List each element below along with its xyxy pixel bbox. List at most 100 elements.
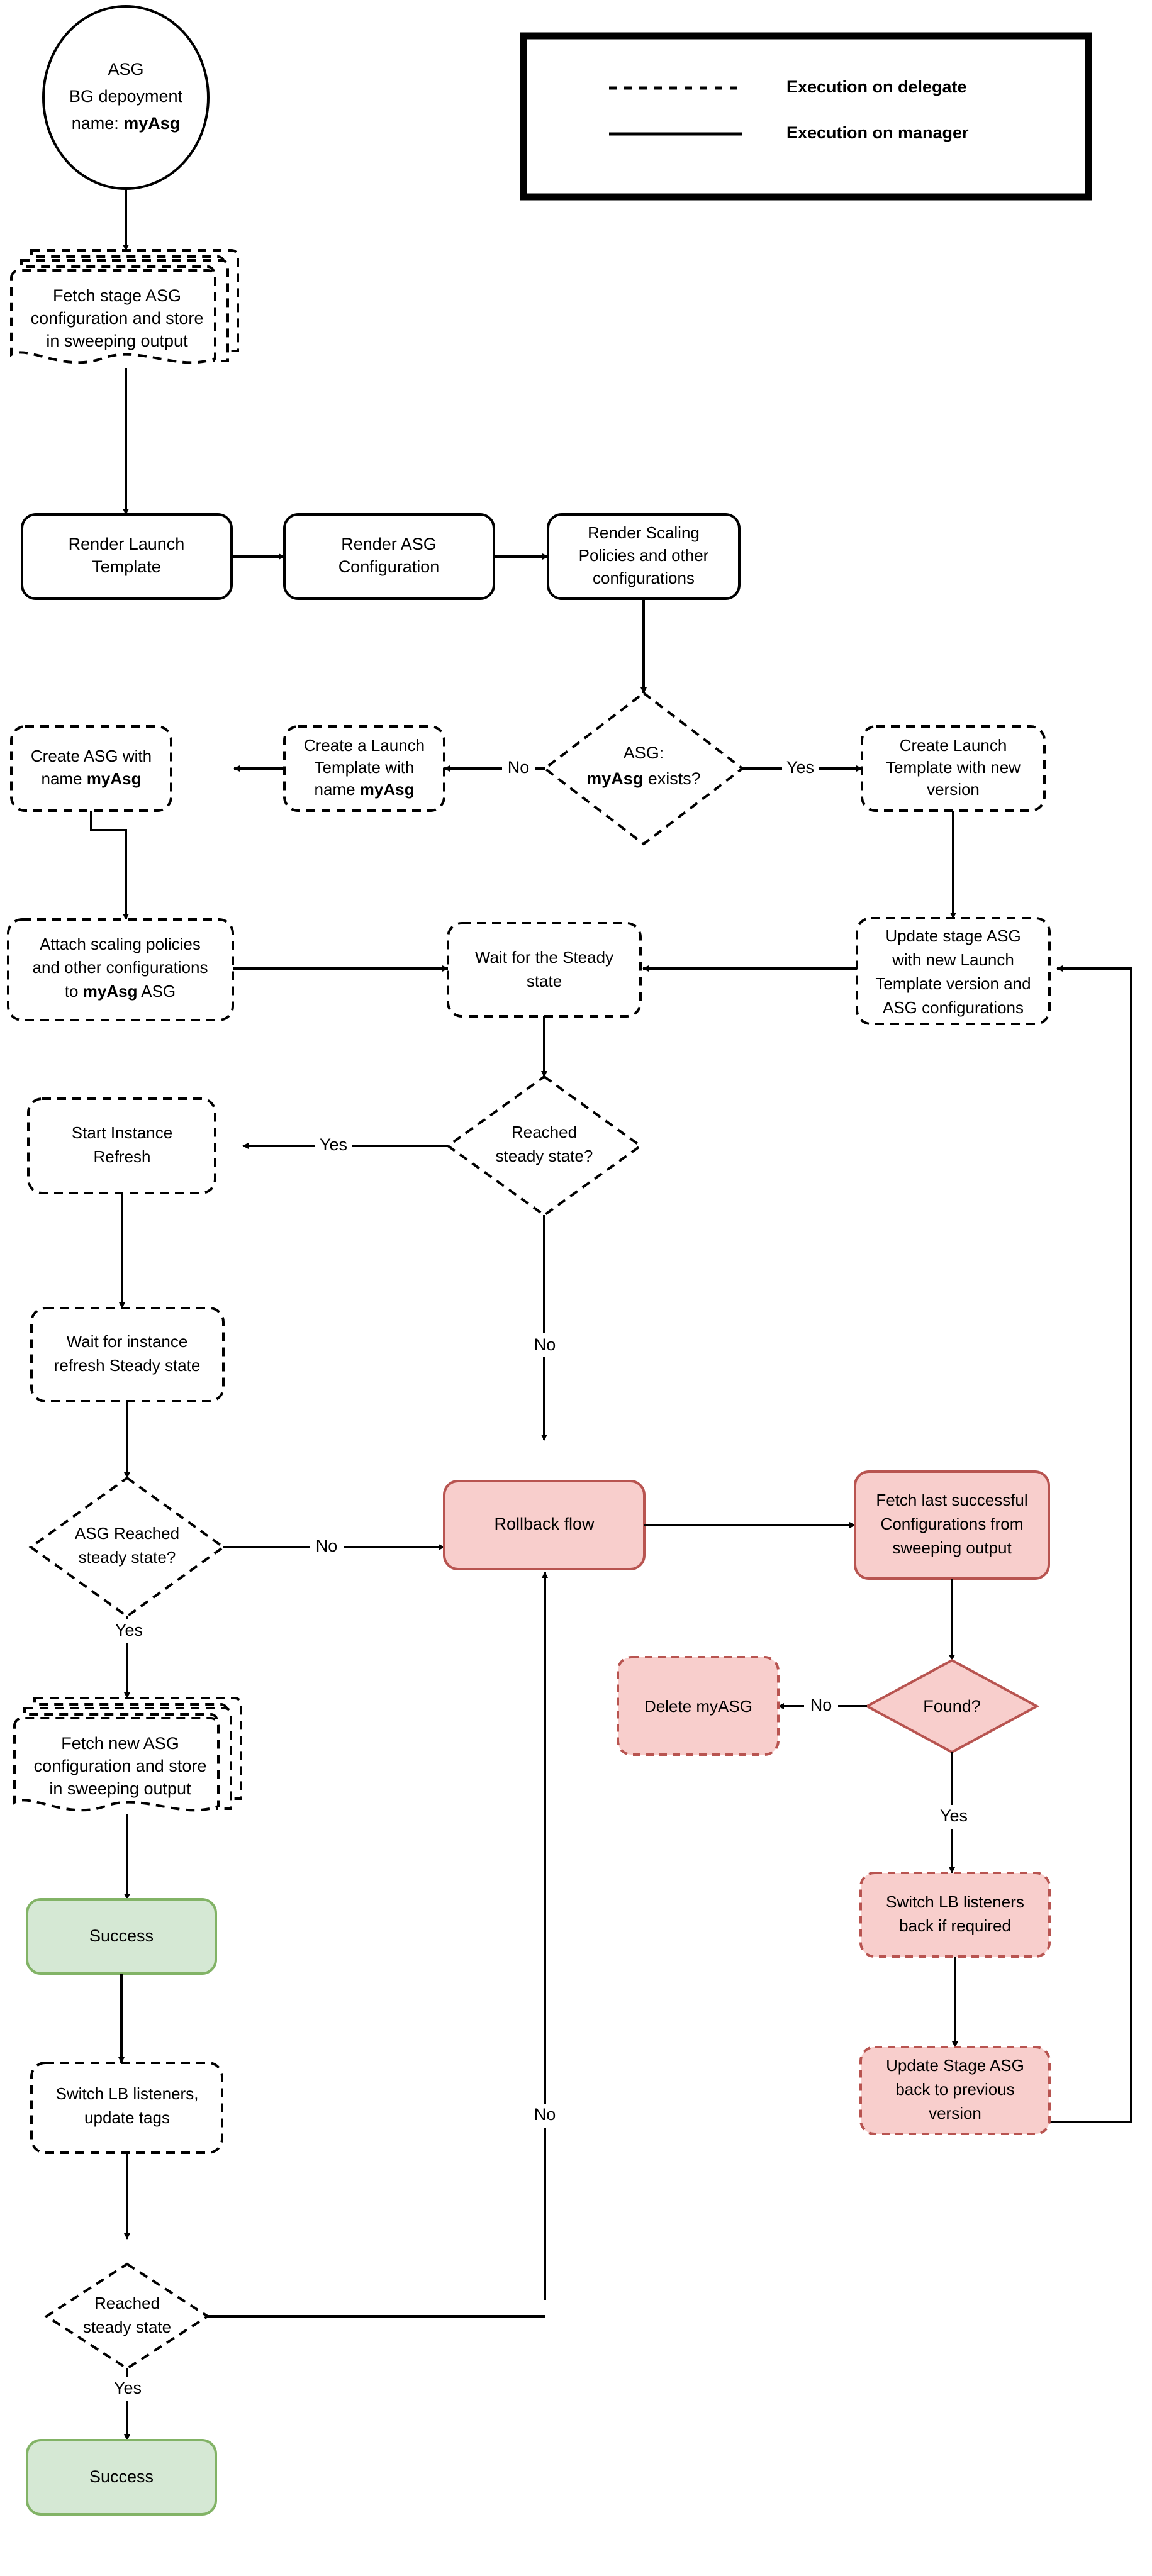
- render-lt-rect: [21, 513, 233, 600]
- fetch-stage-line-2: configuration and store: [31, 309, 204, 328]
- node-update-stage-asg-back[interactable]: Update Stage ASG back to previous versio…: [859, 2046, 1051, 2135]
- edge-label-yes-bg-4: [935, 1805, 973, 1829]
- wait-steady-line-2: state: [527, 972, 562, 991]
- fetch-new-asg-front-sheet: [13, 1717, 220, 1812]
- node-switch-lb-listeners-back[interactable]: Switch LB listeners back if required: [859, 1872, 1051, 1958]
- create-asg-myasg-bold: myAsg: [87, 769, 142, 788]
- node-rollback-flow[interactable]: Rollback flow: [443, 1480, 646, 1570]
- edge-label-no-bg-4: [527, 2104, 562, 2128]
- create-lt-name-line-2: Template with: [315, 758, 415, 777]
- node-reached-steady-state-decision[interactable]: Reached steady state?: [445, 1075, 643, 1217]
- edge-label-yes-bg-5: [108, 2377, 147, 2401]
- create-lt-new-rect: [861, 725, 1046, 812]
- start-line-2: BG depoyment: [69, 87, 183, 106]
- node-fetch-last-successful-config[interactable]: Fetch last successful Configurations fro…: [854, 1470, 1050, 1580]
- reached-steady-2-line-2: steady state: [83, 2318, 171, 2336]
- update-stage-asg-line-3: Template version and: [875, 974, 1031, 993]
- update-stage-back-line-2: back to previous: [895, 2080, 1014, 2099]
- edge-label-yes-start-refresh: Yes: [320, 1135, 347, 1154]
- node-render-asg-configuration[interactable]: Render ASG Configuration: [283, 513, 495, 600]
- render-scaling-line-1: Render Scaling: [588, 523, 700, 542]
- node-asg-reached-steady-decision[interactable]: ASG Reached steady state?: [28, 1476, 226, 1618]
- fetch-new-asg-line-2: configuration and store: [34, 1757, 207, 1775]
- fetch-stage-front-sheet: [10, 269, 216, 364]
- legend-item-manager-label: Execution on manager: [786, 123, 969, 142]
- update-stage-asg-line-1: Update stage ASG: [885, 926, 1021, 945]
- node-reached-steady-state-2-decision[interactable]: Reached steady state: [44, 2262, 210, 2370]
- start-myasg-bold: myAsg: [123, 114, 180, 133]
- edge-label-yes-create-lt-new: Yes: [786, 758, 814, 777]
- switch-lb-back-rect: [859, 1872, 1051, 1958]
- edge-create-asg-to-attach-policies: [90, 811, 129, 920]
- node-switch-lb-listeners-update-tags[interactable]: Switch LB listeners, update tags: [30, 2062, 223, 2154]
- node-create-asg[interactable]: Create ASG with name myAsg: [10, 725, 172, 812]
- start-refresh-line-1: Start Instance: [72, 1123, 172, 1142]
- success-2-label: Success: [89, 2467, 154, 2486]
- node-asg-exists-decision[interactable]: ASG: myAsg exists?: [542, 691, 745, 846]
- edge-label-no-create-lt-name: No: [508, 758, 530, 777]
- fetch-new-asg-back-sheet-1: [23, 1707, 232, 1810]
- update-stage-asg-rect: [856, 917, 1051, 1025]
- attach-policies-line-1: Attach scaling policies: [40, 935, 201, 953]
- edge-label-no-delete-myasg: No: [810, 1696, 832, 1714]
- switch-lb-tags-line-1: Switch LB listeners,: [56, 2084, 199, 2103]
- wait-steady-rect: [447, 922, 642, 1018]
- node-start[interactable]: ASG BG depoyment name: myAsg: [42, 5, 210, 190]
- legend-item-delegate-label: Execution on delegate: [786, 77, 967, 96]
- node-delete-myasg[interactable]: Delete myASG: [617, 1656, 780, 1756]
- node-attach-scaling-policies[interactable]: Attach scaling policies and other config…: [7, 918, 234, 1021]
- delete-myasg-rect: [617, 1656, 780, 1756]
- attach-policies-line-2: and other configurations: [33, 958, 208, 977]
- render-scaling-line-2: Policies and other: [579, 546, 709, 565]
- node-wait-instance-refresh[interactable]: Wait for instance refresh Steady state: [30, 1307, 225, 1402]
- node-wait-for-steady-state[interactable]: Wait for the Steady state: [447, 922, 642, 1018]
- asg-exists-myasg-bold: myAsg: [586, 769, 643, 788]
- edge-label-yes-fetch-new: Yes: [115, 1621, 143, 1640]
- start-line-1: ASG: [108, 60, 143, 79]
- node-success-2[interactable]: Success: [26, 2439, 217, 2516]
- switch-lb-tags-line-2: update tags: [84, 2108, 170, 2127]
- attach-policies-myasg-bold: myAsg: [83, 982, 138, 1001]
- reached-steady-line-2: steady state?: [496, 1146, 593, 1165]
- fetch-stage-line-3: in sweeping output: [46, 331, 188, 350]
- create-lt-new-line-1: Create Launch: [900, 736, 1007, 755]
- update-stage-back-rect: [859, 2046, 1051, 2135]
- node-create-launch-template-new-version[interactable]: Create Launch Template with new version: [861, 725, 1046, 812]
- edge-label-no-reached-steady: No: [534, 1335, 556, 1354]
- create-asg-rect: [10, 725, 172, 812]
- start-line-3: name: myAsg: [72, 114, 181, 133]
- asg-exists-line-1: ASG:: [624, 743, 664, 762]
- node-fetch-stage[interactable]: Fetch stage ASG configuration and store …: [10, 249, 239, 364]
- node-start-instance-refresh[interactable]: Start Instance Refresh: [27, 1097, 216, 1194]
- node-create-launch-template-name[interactable]: Create a Launch Template with name myAsg: [283, 725, 445, 812]
- fetch-last-line-1: Fetch last successful: [876, 1491, 1027, 1509]
- asg-reached-steady-diamond: [28, 1476, 226, 1618]
- legend: Execution on delegate Execution on manag…: [520, 32, 1092, 201]
- start-refresh-rect: [27, 1097, 216, 1194]
- legend-box: [520, 32, 1092, 201]
- update-stage-back-line-1: Update Stage ASG: [886, 2056, 1024, 2075]
- node-fetch-new-asg-config[interactable]: Fetch new ASG configuration and store in…: [13, 1697, 242, 1812]
- fetch-new-asg-line-1: Fetch new ASG: [61, 1734, 179, 1753]
- reached-steady-2-diamond: [44, 2262, 210, 2370]
- render-lt-line-1: Render Launch: [69, 535, 185, 553]
- edge-update-stage-back-to-update-stage-asg: [1049, 965, 1132, 2123]
- node-render-launch-template[interactable]: Render Launch Template: [21, 513, 233, 600]
- wait-refresh-line-1: Wait for instance: [67, 1332, 188, 1351]
- found-label: Found?: [923, 1697, 981, 1716]
- edge-label-no-bg-5: [804, 1695, 838, 1719]
- switch-lb-back-line-1: Switch LB listeners: [886, 1892, 1024, 1911]
- render-scaling-line-3: configurations: [593, 569, 695, 587]
- update-stage-asg-line-4: ASG configurations: [883, 998, 1024, 1017]
- reached-steady-line-1: Reached: [512, 1123, 577, 1141]
- success-2-rect: [26, 2439, 217, 2516]
- attach-policies-line-3: to myAsg ASG: [65, 982, 176, 1001]
- asg-reached-line-2: steady state?: [79, 1548, 176, 1567]
- create-lt-name-line-3: name myAsg: [315, 780, 415, 799]
- node-update-stage-asg[interactable]: Update stage ASG with new Launch Templat…: [856, 917, 1051, 1025]
- node-success-1[interactable]: Success: [26, 1898, 217, 1975]
- node-render-scaling-policies[interactable]: Render Scaling Policies and other config…: [547, 513, 741, 600]
